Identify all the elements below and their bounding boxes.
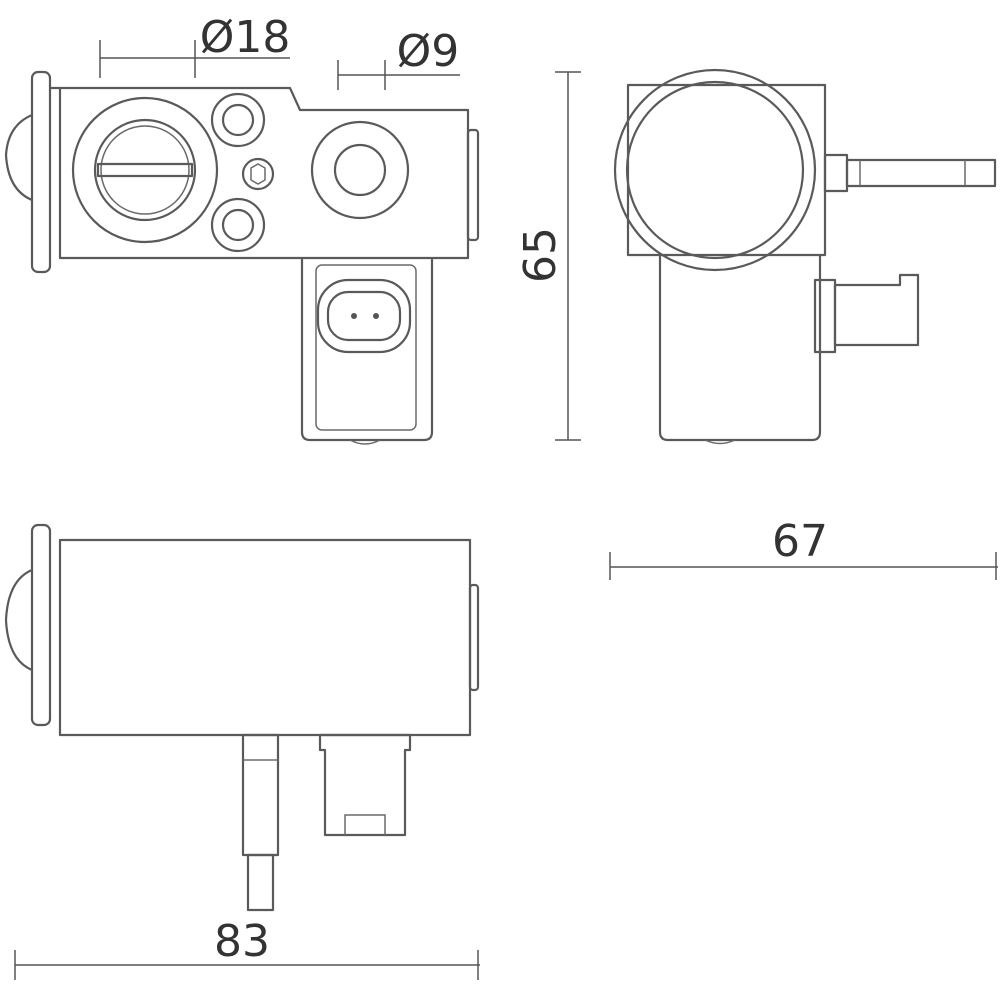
bottom-view [4,523,480,912]
dim-label-83: 83 [214,916,270,967]
front-view [4,70,480,445]
dimension-65: 65 [515,71,581,441]
side-port-inner [625,80,805,260]
dome-cap [4,113,33,202]
bottom-dome [4,568,33,672]
dim-label-d9: Ø9 [397,26,460,77]
solenoid-inner [315,264,417,431]
pin [351,313,357,319]
pin [373,313,379,319]
bottom-flange [30,523,52,727]
dimension-d18: Ø18 [99,12,291,78]
side-port [613,68,817,272]
stem-shaft [845,158,997,188]
bottom-stem [241,733,280,857]
large-port [71,96,219,244]
hex-socket [250,163,266,185]
dimension-67: 67 [609,516,998,580]
large-port-inner [93,118,197,222]
dimension-d9: Ø9 [337,26,460,90]
hex-screw [241,157,275,191]
large-port-ring [100,125,190,215]
slot [96,162,194,178]
side-solenoid [658,255,822,442]
bolt-hole-bottom-inner [221,208,255,242]
dimension-83: 83 [14,916,480,980]
small-port-inner [333,143,387,197]
connector-socket [316,278,412,354]
small-port [310,120,410,220]
bolt-hole-top-inner [221,103,255,137]
bottom-connector [318,733,412,837]
solenoid-housing [300,258,434,442]
bottom-body [58,538,472,737]
dim-label-d18: Ø18 [200,12,291,63]
dim-label-65: 65 [515,227,566,283]
stem-base [823,153,849,193]
right-nub [466,128,480,242]
housing-bottom-lip [349,439,381,445]
side-view [613,68,997,445]
connector-latch [344,814,386,835]
bolt-hole-top [210,92,266,148]
side-bottom-lip [704,439,736,445]
valve-body [50,86,470,260]
dim-label-67: 67 [772,516,828,567]
bolt-hole-bottom [210,197,266,253]
flange [30,70,52,274]
side-connector-base [813,278,837,354]
bottom-nub [468,583,480,692]
side-connector [833,273,920,347]
bottom-stem-tip [246,853,275,912]
connector-socket-inner [326,290,402,342]
